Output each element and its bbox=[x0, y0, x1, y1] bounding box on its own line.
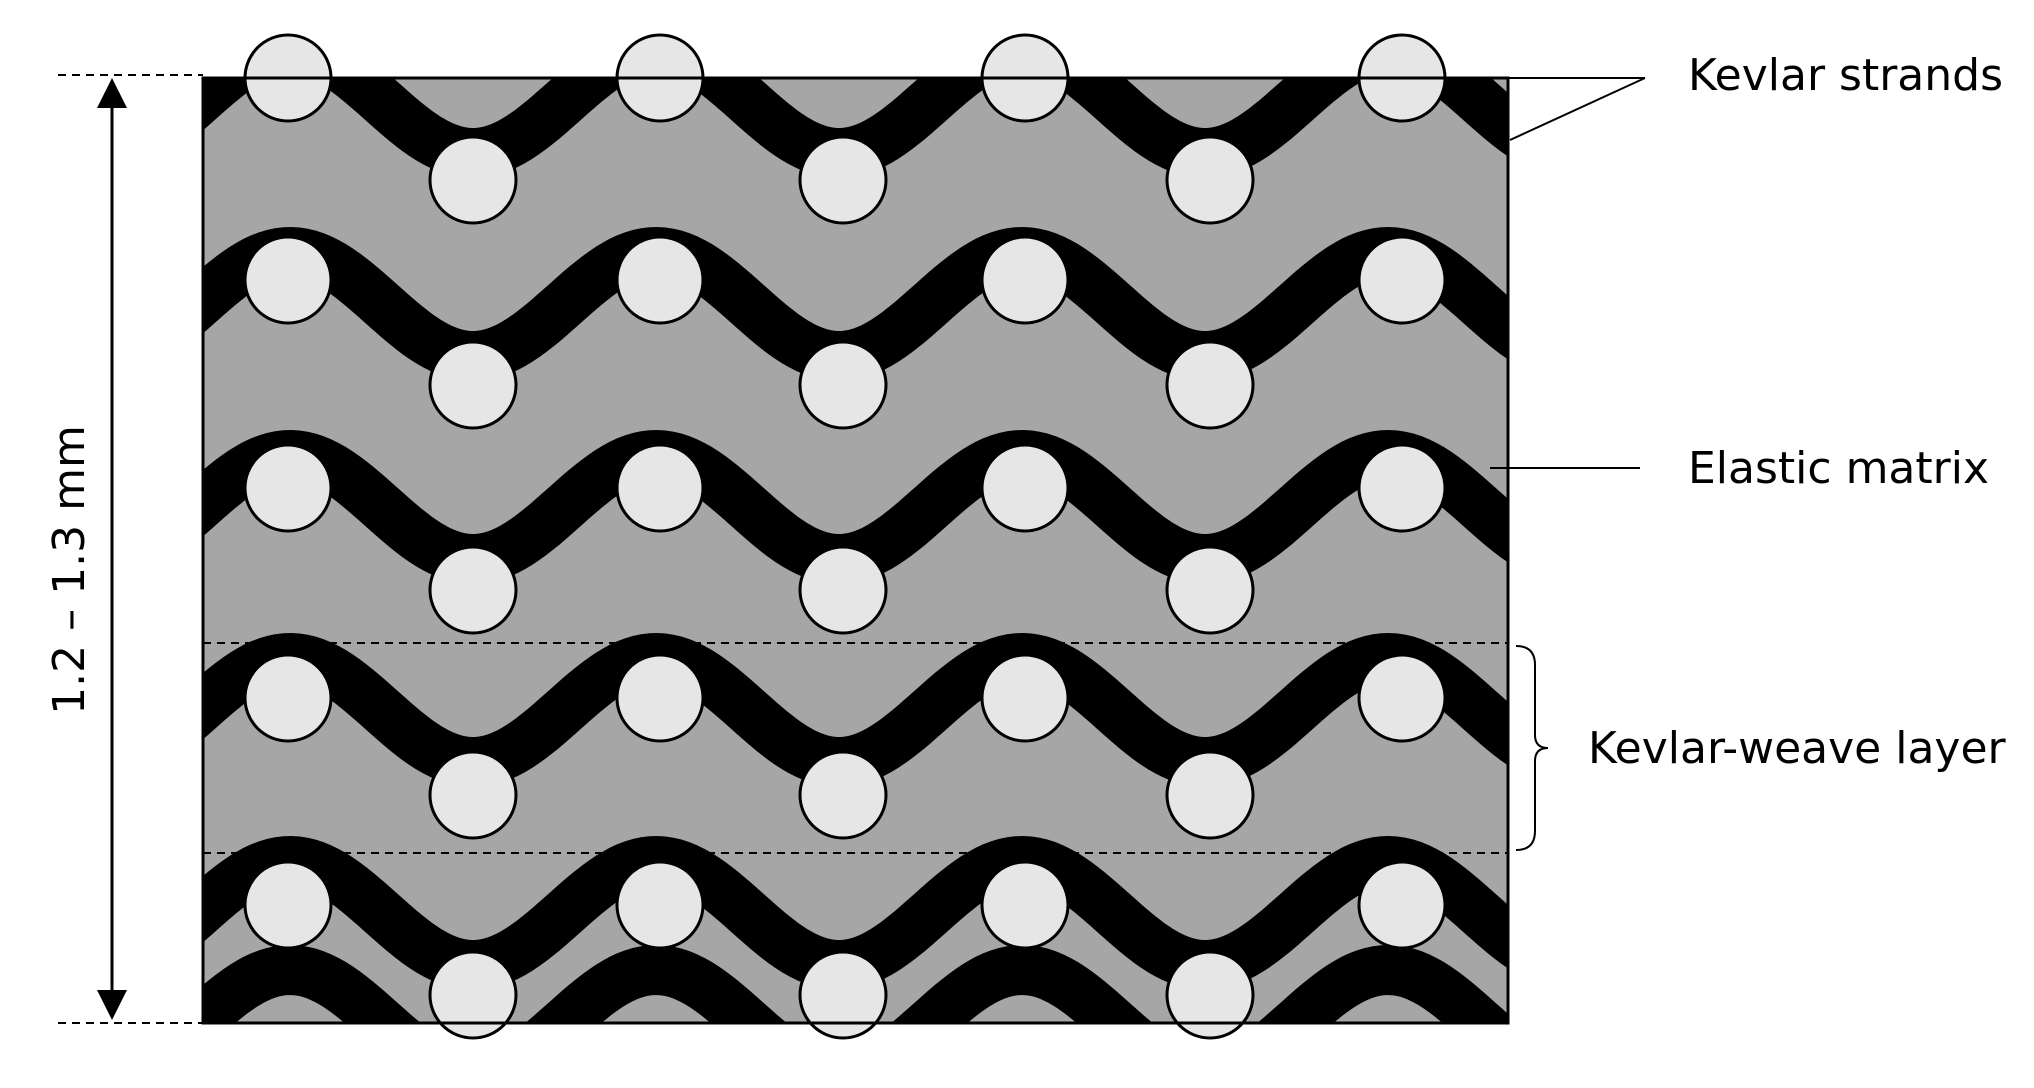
kevlar-strand-circle-28 bbox=[1165, 750, 1255, 840]
dimension-arrowhead-top bbox=[97, 78, 127, 108]
kevlar-strand-circle-11 bbox=[1357, 235, 1447, 325]
kevlar-strand-circle-29 bbox=[243, 860, 333, 950]
kevlar-strand-circle-6 bbox=[798, 135, 888, 225]
kevlar-strand-circle-21 bbox=[1165, 545, 1255, 635]
elastic-matrix-label: Elastic matrix bbox=[1688, 443, 1989, 494]
kevlar-strand-circle-24 bbox=[980, 653, 1070, 743]
kevlar-strand-circle-7 bbox=[1165, 135, 1255, 225]
kevlar-strand-circle-8 bbox=[243, 235, 333, 325]
kevlar-strand-circle-30 bbox=[615, 860, 705, 950]
kevlar-weave-wave-6 bbox=[203, 944, 1508, 1023]
kevlar-strand-circle-35 bbox=[1165, 950, 1255, 1040]
kevlar-strand-cross-sections bbox=[243, 33, 1447, 1040]
dimension-arrowhead-bottom bbox=[97, 990, 127, 1020]
kevlar-strand-circle-22 bbox=[243, 653, 333, 743]
elastic-matrix-callout: Elastic matrix bbox=[1490, 443, 1989, 494]
kevlar-strand-circle-23 bbox=[615, 653, 705, 743]
kevlar-strand-circle-5 bbox=[428, 135, 518, 225]
thickness-label: 1.2 – 1.3 mm bbox=[44, 425, 95, 715]
kevlar-weave-layer-callout: Kevlar-weave layer bbox=[1515, 645, 2007, 851]
kevlar-strand-circle-16 bbox=[615, 443, 705, 533]
kevlar-strands-label: Kevlar strands bbox=[1688, 50, 2003, 101]
kevlar-strand-circle-20 bbox=[798, 545, 888, 635]
kevlar-strand-circle-14 bbox=[1165, 340, 1255, 430]
kevlar-strand-circle-15 bbox=[243, 443, 333, 533]
kevlar-strand-circle-26 bbox=[428, 750, 518, 840]
kevlar-strand-circle-34 bbox=[798, 950, 888, 1040]
kevlar-strand-circle-25 bbox=[1357, 653, 1447, 743]
kevlar-strand-circle-17 bbox=[980, 443, 1070, 533]
kevlar-strand-circle-31 bbox=[980, 860, 1070, 950]
layer-brace bbox=[1515, 645, 1549, 851]
kevlar-strand-circle-18 bbox=[1357, 443, 1447, 533]
panel-outline bbox=[201, 76, 1510, 1025]
kevlar-strands-callout: Kevlar strands bbox=[1455, 50, 2003, 141]
kevlar-strand-circle-10 bbox=[980, 235, 1070, 325]
kevlar-strand-circle-9 bbox=[615, 235, 705, 325]
thickness-dimension: 1.2 – 1.3 mm bbox=[44, 74, 203, 1024]
kevlar-strand-circle-33 bbox=[428, 950, 518, 1040]
kevlar-strands-leader-line-lower bbox=[1509, 77, 1646, 141]
kevlar-strand-circle-27 bbox=[798, 750, 888, 840]
kevlar-strand-circle-32 bbox=[1357, 860, 1447, 950]
kevlar-strand-circle-12 bbox=[428, 340, 518, 430]
kevlar-strand-circle-19 bbox=[428, 545, 518, 635]
kevlar-weave-layer-label: Kevlar-weave layer bbox=[1588, 723, 2007, 774]
kevlar-strand-circle-13 bbox=[798, 340, 888, 430]
